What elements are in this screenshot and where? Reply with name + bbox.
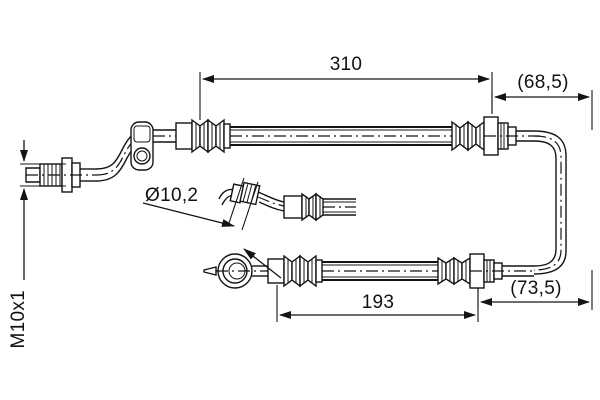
lower-banjo-eye	[203, 253, 268, 289]
dimension-m10x1-label: M10x1	[8, 290, 29, 349]
upper-hose-body	[230, 126, 452, 146]
dimension-685: (68,5)	[491, 72, 593, 130]
lower-right-crimp	[437, 256, 471, 286]
upper-right-crimp	[451, 120, 485, 152]
dimension-735: (73,5)	[477, 270, 593, 310]
lower-hose-body	[322, 261, 438, 281]
upper-left-crimp	[175, 118, 231, 154]
lower-end-fitting	[469, 253, 534, 289]
mounting-bracket	[130, 121, 154, 171]
left-threaded-fitting	[25, 157, 96, 193]
dimension-685-label: (68,5)	[517, 72, 568, 93]
dimension-310-label: 310	[330, 54, 363, 75]
dimension-735-label: (73,5)	[510, 278, 561, 299]
right-u-bend-tube	[533, 130, 567, 275]
dimension-193: 193	[276, 285, 479, 322]
dimension-193-label: 193	[362, 292, 395, 313]
upper-end-fitting	[483, 116, 540, 156]
detail-hose-branch	[218, 177, 356, 231]
lower-left-crimp	[267, 254, 323, 288]
dimension-m10x1: M10x1	[8, 140, 66, 349]
upper-tube-segment-a	[153, 129, 176, 143]
dimension-310: 310	[199, 54, 493, 120]
dimension-dia-102-label: Ø10,2	[145, 185, 198, 206]
dimension-dia-102: Ø10,2	[142, 185, 282, 279]
